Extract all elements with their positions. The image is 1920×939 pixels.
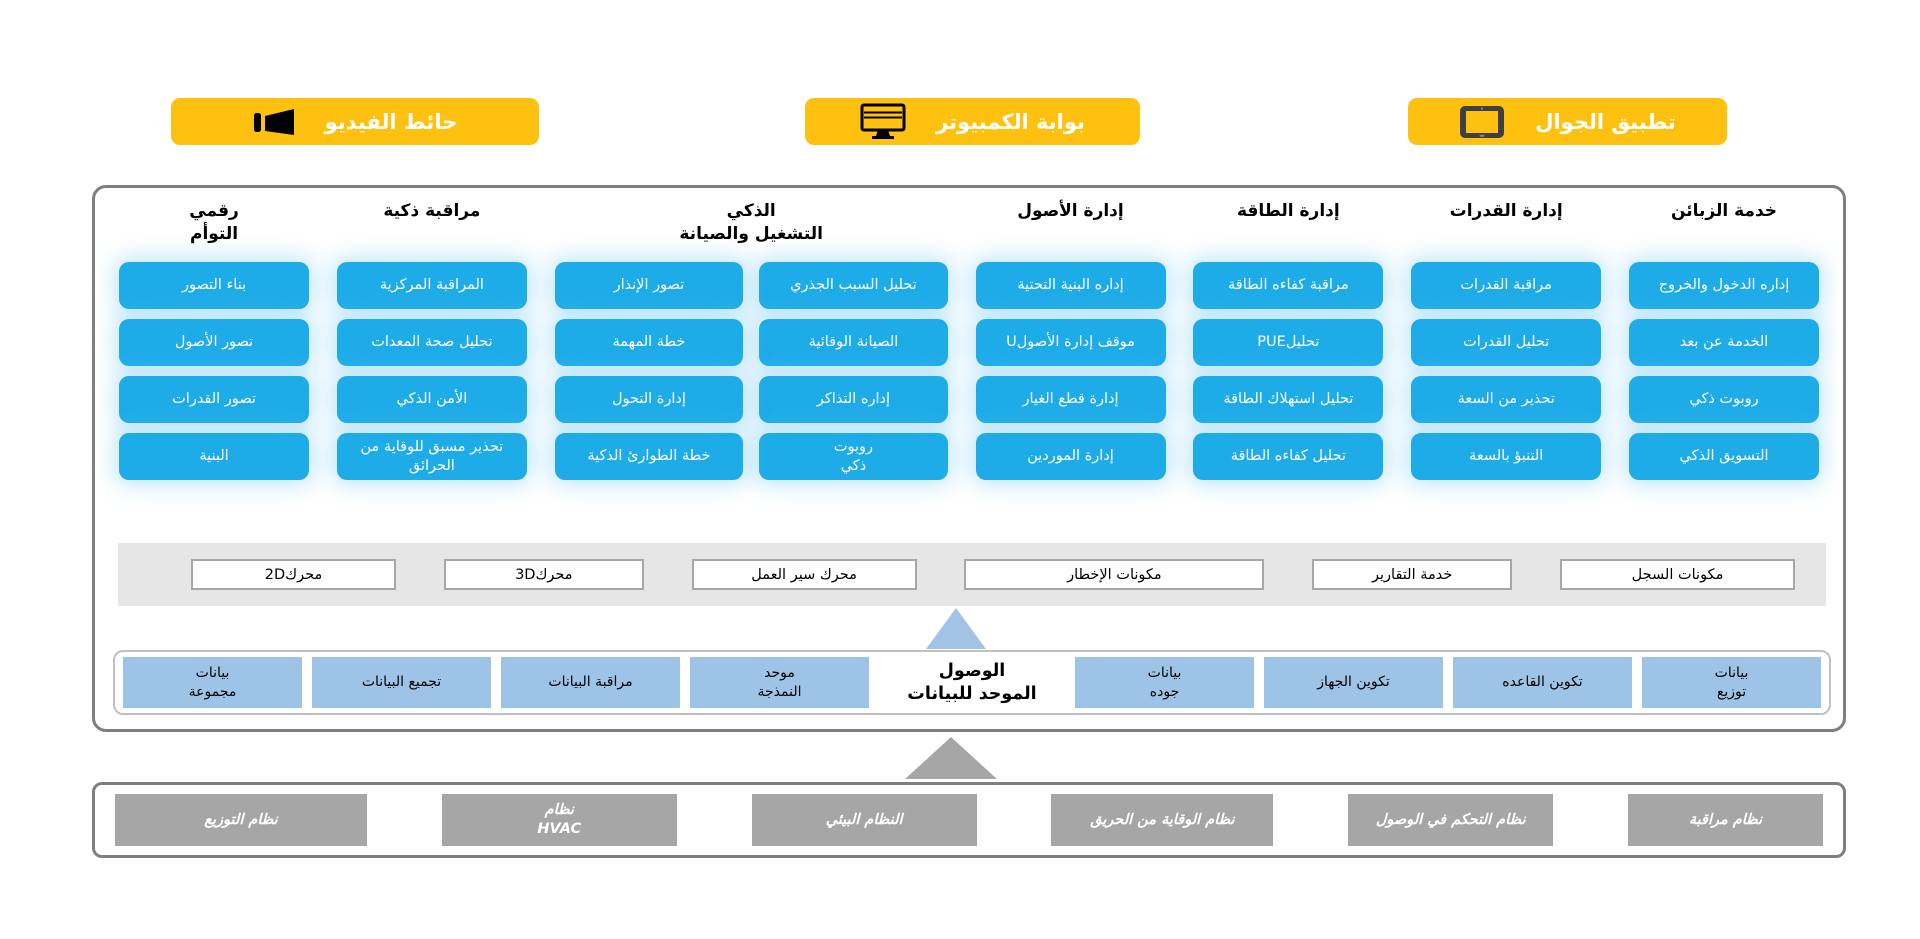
app-button-root-cause-analysis[interactable]: تحليل السبب الجذري bbox=[759, 262, 948, 309]
app-button-smart-robot-om[interactable]: روبوت ذكي bbox=[759, 433, 948, 480]
column-customer-service: خدمة الزبائن إداره الدخول والخروج الخدمة… bbox=[1629, 200, 1819, 536]
notification-components: مكونات الإخطار bbox=[964, 559, 1265, 590]
application-columns: خدمة الزبائن إداره الدخول والخروج الخدمة… bbox=[119, 200, 1819, 536]
report-service: خدمة التقارير bbox=[1312, 559, 1513, 590]
system-access-control: نظام التحكم في الوصول bbox=[1348, 794, 1554, 846]
app-button-smart-marketing[interactable]: التسويق الذكي bbox=[1629, 433, 1819, 480]
data-box-modeling-unifier: موحد النمذجة bbox=[690, 657, 869, 708]
column-header: إدارة الأصول bbox=[1017, 201, 1124, 221]
unified-data-access-label: الوصول الموحد للبيانات bbox=[907, 660, 1037, 704]
app-button-smart-security[interactable]: الأمن الذكي bbox=[336, 376, 527, 423]
column-smart-operation-maintenance: الذكي التشغيل والصيانة تحليل السبب الجذر… bbox=[554, 200, 948, 536]
system-hvac: نظام HVAC bbox=[441, 794, 677, 846]
unified-data-access-panel: بيانات مجموعة تجميع البيانات مراقبة البي… bbox=[113, 650, 1831, 715]
app-button-energy-consumption-analysis[interactable]: تحليل استهلاك الطاقة bbox=[1193, 376, 1384, 423]
system-distribution: نظام التوزيع bbox=[115, 794, 367, 846]
app-button-central-monitoring[interactable]: المراقبة المركزية bbox=[336, 262, 527, 309]
projector-icon bbox=[253, 105, 295, 139]
app-button-asset-visualization[interactable]: تصور الأصول bbox=[119, 319, 310, 366]
engine-2d: محرك2D bbox=[191, 559, 396, 590]
applications-panel: خدمة الزبائن إداره الدخول والخروج الخدمة… bbox=[92, 185, 1846, 732]
data-box-distribution-data: بيانات توزيع bbox=[1642, 657, 1821, 708]
app-button-capacity-warning[interactable]: تحذير من السعة bbox=[1411, 376, 1602, 423]
column-header: خدمة الزبائن bbox=[1670, 201, 1778, 221]
app-button-supplier-management[interactable]: إدارة الموردين bbox=[975, 433, 1166, 480]
tablet-icon bbox=[1459, 105, 1505, 139]
subsystems-panel: نظام التوزيع نظام HVAC النظام البيئي نظا… bbox=[92, 782, 1846, 858]
app-button-ticket-management[interactable]: إداره التذاكر bbox=[759, 376, 948, 423]
engine-band: محرك2D محرك3D محرك سير العمل مكونات الإخ… bbox=[118, 543, 1826, 606]
column-energy-management: إدارة الطاقة مراقبة كفاءه الطاقة تحليلPU… bbox=[1193, 200, 1384, 536]
column-header: إدارة القدرات bbox=[1449, 201, 1563, 221]
app-button-fire-early-warning[interactable]: تحذير مسبق للوقاية من الحرائق bbox=[336, 433, 527, 480]
computer-portal-label: بوابة الكمبيوتر bbox=[936, 109, 1085, 134]
app-button-infrastructure-management[interactable]: إداره البنية التحتية bbox=[975, 262, 1166, 309]
system-monitoring: نظام مراقبة bbox=[1627, 794, 1823, 846]
app-button-shift-management[interactable]: إدارة التحول bbox=[554, 376, 744, 423]
data-box-group-data: بيانات مجموعة bbox=[123, 657, 302, 708]
app-button-spare-parts-management[interactable]: إدارة قطع الغيار bbox=[975, 376, 1166, 423]
app-button-entry-exit-management[interactable]: إداره الدخول والخروج bbox=[1629, 262, 1819, 309]
data-access-up-arrow-icon bbox=[926, 608, 986, 649]
app-button-preventive-maintenance[interactable]: الصيانة الوقائية bbox=[759, 319, 948, 366]
workflow-engine: محرك سير العمل bbox=[691, 559, 917, 590]
column-smart-monitoring: مراقبة ذكية المراقبة المركزية تحليل صحة … bbox=[336, 200, 527, 536]
engine-3d: محرك3D bbox=[443, 559, 644, 590]
systems-up-arrow-icon bbox=[905, 737, 997, 779]
column-header: مراقبة ذكية bbox=[383, 201, 481, 221]
app-button-remote-service[interactable]: الخدمة عن بعد bbox=[1629, 319, 1819, 366]
app-button-smart-emergency-plan[interactable]: خطة الطوارئ الذكية bbox=[554, 433, 744, 480]
app-button-capacity-monitoring[interactable]: مراقبة القدرات bbox=[1411, 262, 1602, 309]
om-sub-columns: تحليل السبب الجذري الصيانة الوقائية إدار… bbox=[554, 262, 948, 490]
video-wall-label: حائط الفيديو bbox=[324, 109, 458, 134]
app-button-structure[interactable]: البنية bbox=[119, 433, 310, 480]
app-button-capacity-visualization[interactable]: تصور القدرات bbox=[119, 376, 310, 423]
app-button-capacity-analysis[interactable]: تحليل القدرات bbox=[1411, 319, 1602, 366]
app-button-pue-analysis[interactable]: تحليلPUE bbox=[1193, 319, 1384, 366]
om-subcolumn-right: تحليل السبب الجذري الصيانة الوقائية إدار… bbox=[759, 262, 948, 490]
mobile-app-label: تطبيق الجوال bbox=[1535, 109, 1676, 134]
desktop-monitor-icon bbox=[860, 103, 906, 141]
app-button-energy-efficiency-analysis[interactable]: تحليل كفاءه الطاقة bbox=[1193, 433, 1384, 480]
mobile-app-button[interactable]: تطبيق الجوال bbox=[1408, 98, 1727, 145]
system-environmental: النظام البيئي bbox=[751, 794, 977, 846]
data-box-device-configuration: تكوين الجهاز bbox=[1264, 657, 1443, 708]
app-button-visualization-building[interactable]: بناء التصور bbox=[119, 262, 310, 309]
app-button-task-plan[interactable]: خطة المهمة bbox=[554, 319, 744, 366]
system-fire-prevention: نظام الوقاية من الحريق bbox=[1051, 794, 1274, 846]
column-digital-twin: رقمي التوأم بناء التصور تصور الأصول تصور… bbox=[119, 200, 310, 536]
app-button-energy-efficiency-monitoring[interactable]: مراقبة كفاءه الطاقة bbox=[1193, 262, 1384, 309]
app-button-capacity-prediction[interactable]: التنبؤ بالسعة bbox=[1411, 433, 1602, 480]
data-box-quality-data: بيانات جوده bbox=[1075, 657, 1254, 708]
data-box-data-collection: تجميع البيانات bbox=[312, 657, 491, 708]
column-header: الذكي التشغيل والصيانة bbox=[679, 201, 823, 244]
app-button-smart-robot[interactable]: روبوت ذكي bbox=[1629, 376, 1819, 423]
column-asset-management: إدارة الأصول إداره البنية التحتية موقف إ… bbox=[975, 200, 1166, 536]
column-capacity-management: إدارة القدرات مراقبة القدرات تحليل القدر… bbox=[1411, 200, 1602, 536]
computer-portal-button[interactable]: بوابة الكمبيوتر bbox=[805, 98, 1140, 145]
log-components: مكونات السجل bbox=[1559, 559, 1795, 590]
data-box-data-monitoring: مراقبة البيانات bbox=[501, 657, 680, 708]
om-subcolumn-left: تصور الإنذار خطة المهمة إدارة التحول خطة… bbox=[554, 262, 744, 490]
app-button-equipment-health-analysis[interactable]: تحليل صحة المعدات bbox=[336, 319, 527, 366]
column-header: إدارة الطاقة bbox=[1236, 201, 1340, 221]
column-header: رقمي التوأم bbox=[189, 201, 239, 244]
app-button-alarm-visualization[interactable]: تصور الإنذار bbox=[554, 262, 744, 309]
app-button-u-asset-management[interactable]: موقف إدارة الأصولU bbox=[975, 319, 1166, 366]
data-box-base-configuration: تكوين القاعده bbox=[1453, 657, 1632, 708]
video-wall-button[interactable]: حائط الفيديو bbox=[171, 98, 539, 145]
